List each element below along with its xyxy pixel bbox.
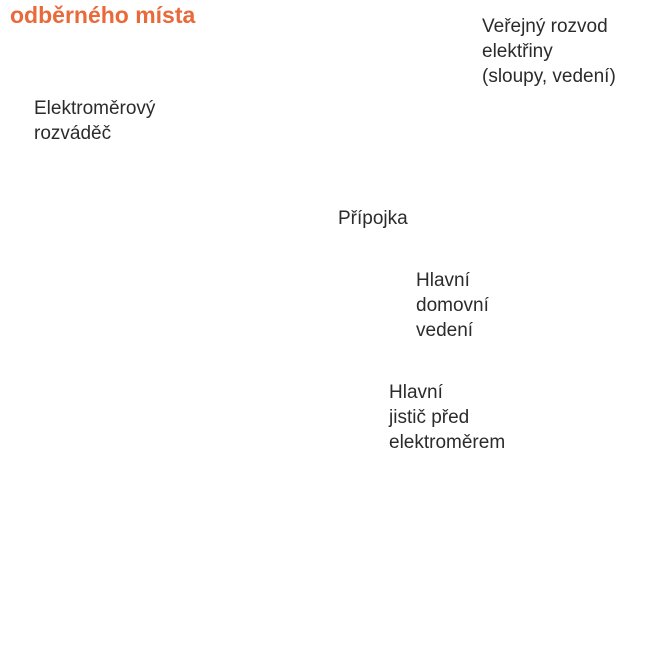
fence-picket	[67, 539, 83, 607]
label-main-breaker: Hlavní jistič před elektroměrem	[389, 380, 505, 455]
pole-brace-right	[578, 156, 610, 185]
hds-box	[196, 356, 266, 388]
ground	[0, 600, 647, 653]
window-pane-3	[86, 424, 114, 466]
meter-cabinet-frame	[199, 431, 309, 545]
utility-pole	[547, 120, 583, 592]
fence-picket	[463, 539, 479, 607]
label-public-network-line-1: Veřejný rozvod	[482, 16, 608, 37]
fence-picket	[309, 539, 325, 607]
elm-meter	[207, 435, 261, 495]
hdo-indicator	[278, 458, 290, 466]
page-title: odběrného místa	[10, 2, 196, 28]
meter-cabinet	[196, 428, 312, 548]
leader-lines	[35, 149, 413, 499]
fence-pickets	[45, 539, 501, 607]
label-main-house-line-line-2: domovní	[416, 295, 489, 316]
elm-label-box	[212, 470, 256, 488]
insulators	[488, 132, 634, 144]
fence-picket	[331, 539, 347, 607]
lightning-icon	[214, 500, 230, 534]
fence-picket	[287, 539, 303, 607]
fence-picket	[177, 539, 193, 607]
fence-picket	[353, 539, 369, 607]
fence-picket	[45, 539, 61, 607]
window-pane-4	[118, 424, 146, 466]
grass-strip	[38, 590, 598, 616]
elm-label: ELM	[220, 472, 247, 487]
fence-picket	[419, 539, 435, 607]
hdo-unit	[265, 435, 303, 475]
breaker-switches	[260, 518, 304, 538]
breaker-label: JISTIČ	[265, 499, 296, 512]
label-service-line: Přípojka	[338, 208, 408, 229]
label-meter-cabinet-line-1: Elektroměrový	[34, 98, 156, 119]
breaker-box	[258, 496, 304, 514]
fence-picket	[243, 539, 259, 607]
fence-picket	[111, 539, 127, 607]
chimney-cap	[202, 192, 248, 202]
house-wall	[50, 250, 350, 580]
leader-main-breaker	[299, 409, 387, 499]
label-main-breaker-line-2: jistič před	[389, 407, 470, 428]
fence-picket	[155, 539, 171, 607]
fence-picket	[199, 539, 215, 607]
fence-picket	[397, 539, 413, 607]
label-public-network-line-2: elektřiny	[482, 41, 553, 62]
fence-picket	[221, 539, 237, 607]
roof	[12, 222, 372, 384]
window-pane-2	[118, 378, 146, 420]
fence-picket	[265, 539, 281, 607]
chimney	[206, 196, 244, 256]
hdo-label: HDO	[273, 443, 295, 454]
label-public-network-line-3: (sloupy, vedení)	[482, 66, 616, 87]
label-main-house-line-line-1: Hlavní	[416, 270, 470, 291]
label-meter-cabinet: Elektroměrový rozváděč	[34, 96, 155, 146]
fence-picket	[441, 539, 457, 607]
fence-picket	[485, 539, 501, 607]
fence-picket	[133, 539, 149, 607]
label-main-breaker-line-3: elektroměrem	[389, 432, 506, 453]
pole-crossarm	[480, 142, 647, 156]
pole-brace-left	[520, 156, 552, 185]
hds-label: HDS	[209, 362, 253, 385]
label-main-breaker-line-1: Hlavní	[389, 382, 443, 403]
roof-highlight	[20, 226, 200, 374]
meter-display	[212, 440, 256, 458]
meter-reading: 12345	[217, 443, 251, 457]
label-public-network: Veřejný rozvod elektřiny (sloupy, vedení…	[482, 14, 616, 89]
window-frame	[80, 372, 152, 472]
fence	[39, 559, 501, 595]
fence-picket	[89, 539, 105, 607]
window-pane-1	[86, 378, 114, 420]
leader-meter-cabinet	[35, 149, 206, 421]
fence-picket	[375, 539, 391, 607]
bush	[320, 467, 545, 600]
label-main-house-line: Hlavní domovní vedení	[416, 268, 489, 343]
label-meter-cabinet-line-2: rozváděč	[34, 123, 112, 144]
label-main-house-line-line-3: vedení	[416, 320, 474, 341]
